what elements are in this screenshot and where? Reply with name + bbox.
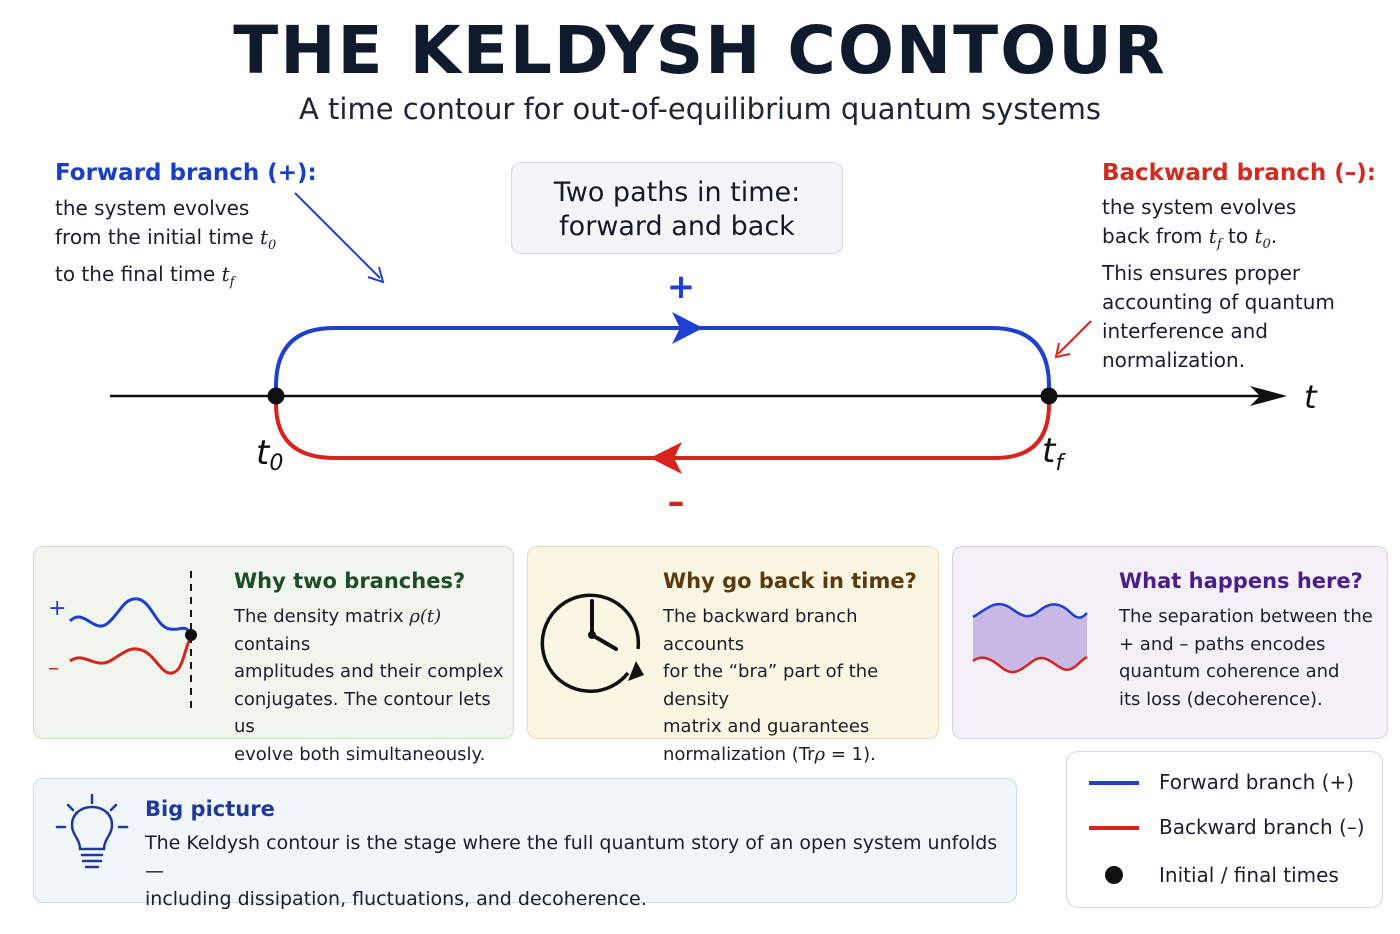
time-axis-arrowhead — [1250, 386, 1287, 406]
legend-points-label: Initial / final times — [1159, 863, 1339, 887]
backward-note-line-2: back from tf to t0. — [1102, 222, 1392, 259]
what-line-4: its loss (decoherence). — [1119, 688, 1323, 710]
big-picture-line-2: including dissipation, fluctuations, and… — [145, 888, 647, 910]
what-happens-card: What happens here? The separation betwee… — [952, 546, 1388, 739]
what-line-1: The separation between the — [1119, 606, 1373, 627]
final-time-point — [1040, 387, 1058, 405]
tf-symbol: t — [221, 262, 230, 286]
t0-symbol: t — [259, 225, 269, 249]
legend-forward-label: Forward branch (+) — [1159, 770, 1355, 794]
why-back-line-1: The backward branch accounts — [663, 606, 858, 655]
tf-subscript: f — [229, 275, 235, 290]
why-back-line-3: matrix and guarantees — [663, 716, 870, 737]
why-two-branches-card: + – Why two branches? The density matrix… — [33, 546, 514, 765]
why-two-line-1: The density matrix ρ(t) contains — [234, 603, 513, 658]
two-waves-icon: + – — [48, 571, 197, 711]
time-axis-label: t — [1304, 378, 1318, 416]
why-two-line-3: conjugates. The contour lets us — [234, 688, 491, 738]
why-go-back-card: Why go back in time? The backward branch… — [527, 546, 939, 765]
rho-symbol: ρ — [814, 743, 826, 765]
center-callout-box: Two paths in time: forward and back — [511, 162, 843, 254]
backward-branch-note: Backward branch (–): the system evolves … — [1102, 160, 1392, 375]
two-waves-minus-sign: – — [48, 656, 59, 681]
forward-branch-note-body: the system evolves from the initial time… — [55, 194, 355, 297]
forward-note-pointer-arrow — [294, 192, 385, 284]
backward-note-line-5: interference and — [1102, 319, 1268, 343]
why-two-line-4: evolve both simultaneously. — [234, 743, 486, 765]
why-back-line-4: normalization (Trρ = 1). — [663, 741, 938, 769]
forward-note-line-1: the system evolves — [55, 196, 250, 220]
backward-branch-path — [274, 396, 1051, 460]
tf-symbol: t — [1208, 224, 1217, 248]
why-back-line-2: for the “bra” part of the density — [663, 661, 879, 710]
forward-note-line-3: to the final time tf — [55, 260, 355, 297]
why-go-back-title: Why go back in time? — [663, 569, 917, 593]
center-callout-line-2: forward and back — [559, 211, 795, 242]
what-happens-title: What happens here? — [1119, 569, 1363, 593]
legend-swatches — [1089, 781, 1139, 884]
forward-branch-plus-sign: + — [667, 267, 696, 307]
backward-branch-minus-sign: – — [668, 482, 685, 522]
initial-time-point — [267, 387, 285, 405]
t0-symbol: t — [1254, 224, 1263, 248]
page-title: THE KELDYSH CONTOUR — [233, 12, 1167, 89]
tf-label: tf — [1042, 431, 1066, 476]
forward-note-line-2-text: from the initial time — [55, 225, 260, 249]
rho-of-t-symbol: ρ(t) — [409, 606, 442, 627]
tf-subscript: f — [1216, 237, 1222, 252]
keldysh-contour-diagram: t + – t0 tf — [110, 192, 1318, 522]
forward-branch-path — [274, 326, 1051, 396]
forward-note-line-2: from the initial time t0 — [55, 223, 355, 260]
legend-backward-label: Backward branch (–) — [1159, 815, 1365, 839]
t0-label: t0 — [256, 433, 283, 476]
big-picture-title: Big picture — [145, 797, 275, 821]
backward-note-line-6: normalization. — [1102, 348, 1246, 372]
clock-icon — [540, 593, 644, 693]
backward-branch-note-title: Backward branch (–): — [1102, 160, 1377, 186]
why-two-line-1-suffix: contains — [234, 633, 311, 655]
what-line-2: + and – paths encodes — [1119, 633, 1326, 655]
why-back-line-4-suffix: = 1). — [825, 743, 876, 765]
forward-branch-arrowhead — [672, 312, 703, 344]
t0-subscript: 0 — [268, 238, 277, 253]
lightbulb-icon — [55, 793, 129, 869]
backward-note-line-3: This ensures proper — [1102, 261, 1301, 285]
big-picture-body: The Keldysh contour is the stage where t… — [145, 829, 1016, 913]
backward-note-line-4: accounting of quantum — [1102, 290, 1335, 314]
coherence-band-icon — [972, 602, 1088, 674]
why-two-branches-body: The density matrix ρ(t) contains amplitu… — [234, 603, 513, 768]
what-happens-body: The separation between the + and – paths… — [1119, 603, 1373, 713]
forward-branch-note: Forward branch (+): the system evolves f… — [55, 160, 355, 297]
what-line-3: quantum coherence and — [1119, 661, 1340, 682]
forward-note-line-3-text: to the final time — [55, 262, 222, 286]
page-subtitle: A time contour for out-of-equilibrium qu… — [298, 92, 1102, 126]
why-two-line-1-text: The density matrix — [234, 606, 410, 627]
backward-note-pointer-arrow — [1054, 320, 1092, 359]
two-waves-plus-sign: + — [48, 596, 66, 621]
legend: Forward branch (+) Backward branch (–) I… — [1066, 751, 1383, 908]
backward-branch-arrowhead — [650, 442, 682, 474]
backward-note-line-1: the system evolves — [1102, 195, 1297, 219]
t0-subscript: 0 — [1262, 237, 1271, 252]
backward-branch-note-body: the system evolves back from tf to t0. T… — [1102, 193, 1392, 375]
backward-note-line-2-mid: to — [1221, 224, 1255, 248]
why-go-back-body: The backward branch accounts for the “br… — [663, 603, 938, 768]
big-picture-card: Big picture The Keldysh contour is the s… — [33, 778, 1017, 910]
why-two-branches-title: Why two branches? — [234, 569, 466, 593]
backward-note-line-2-text: back from — [1102, 224, 1209, 248]
backward-note-line-2-end: . — [1270, 224, 1278, 248]
center-callout-line-1: Two paths in time: — [553, 177, 801, 208]
big-picture-line-1: The Keldysh contour is the stage where t… — [145, 832, 998, 882]
legend-point-swatch — [1105, 866, 1123, 884]
why-two-line-2: amplitudes and their complex — [234, 661, 504, 682]
why-back-line-4-text: normalization (Tr — [663, 743, 815, 765]
forward-branch-note-title: Forward branch (+): — [55, 160, 317, 186]
